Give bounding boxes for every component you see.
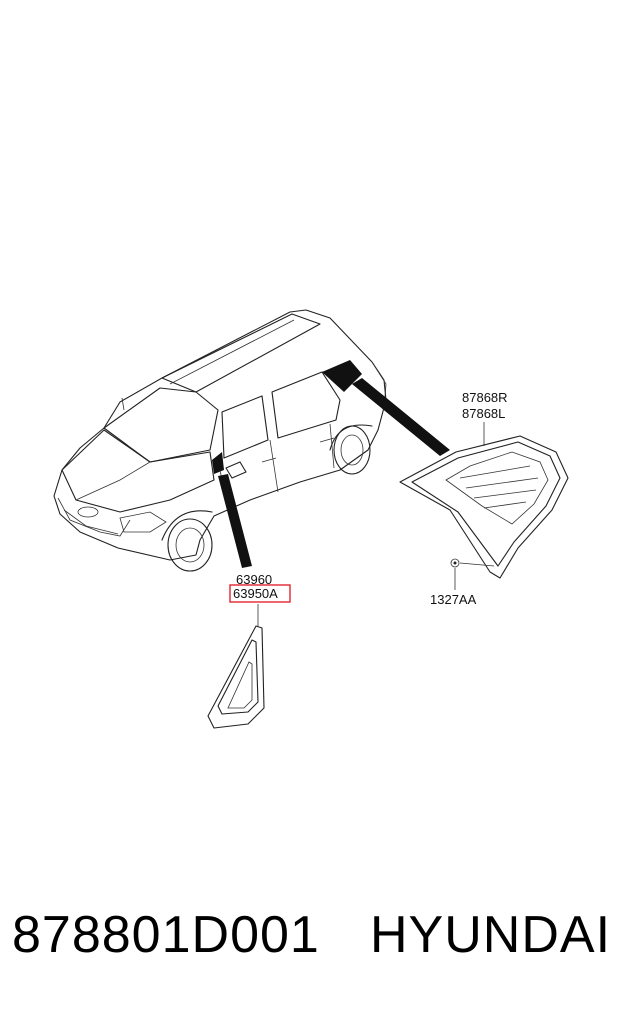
car-illustration bbox=[53, 309, 387, 572]
label-1327aa: 1327AA bbox=[430, 592, 477, 607]
label-87868l: 87868L bbox=[462, 406, 505, 421]
label-63950a: 63950A bbox=[233, 586, 278, 601]
part-number: 878801D001 bbox=[12, 906, 320, 964]
label-87868r: 87868R bbox=[462, 390, 508, 405]
label-63960: 63960 bbox=[236, 572, 272, 587]
highlight-box bbox=[229, 584, 291, 603]
rear-quarter-glass-part bbox=[399, 422, 569, 590]
leader-wedges bbox=[218, 378, 450, 568]
front-quarter-glass-part bbox=[207, 604, 265, 729]
brand-name: HYUNDAI bbox=[370, 906, 612, 964]
footer: 878801D001 HYUNDAI bbox=[0, 905, 620, 975]
